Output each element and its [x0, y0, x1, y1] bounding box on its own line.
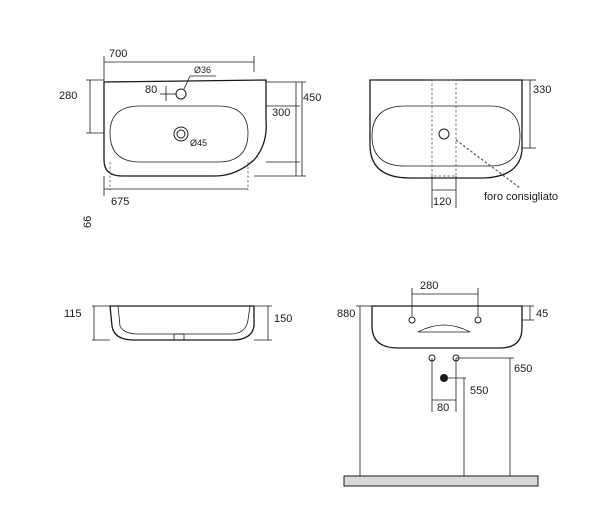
dim-66: 66 [82, 216, 94, 228]
dim-330: 330 [533, 84, 551, 96]
top-view-bowl [109, 105, 249, 163]
dim-450: 450 [303, 92, 321, 104]
floor [343, 475, 539, 487]
rear-hole [438, 128, 450, 140]
wall-drain [440, 374, 448, 382]
drain-inner [176, 129, 186, 139]
dim-280-install: 280 [420, 280, 438, 292]
tap-hole [175, 88, 187, 100]
dim-115: 115 [64, 308, 82, 320]
side-view: 115 150 [64, 305, 292, 341]
dim-150: 150 [274, 313, 292, 325]
dim-280-left: 280 [59, 90, 77, 102]
side-view-outline [109, 305, 255, 341]
dim-drain-dia: Ø45 [190, 138, 207, 148]
fixing-hole-left [408, 316, 416, 324]
dim-tap-hole-dia: Ø36 [194, 65, 211, 75]
dim-120: 120 [433, 196, 451, 208]
recommended-hole-zone [431, 79, 457, 177]
rear-view: 330 120 foro consigliato [369, 79, 558, 208]
install-view: 280 45 880 650 550 80 [337, 280, 548, 487]
rear-view-outline [369, 79, 523, 179]
dim-700: 700 [109, 48, 127, 60]
top-view-outline [103, 79, 267, 177]
install-basin [371, 305, 523, 349]
note-foro-consigliato: foro consigliato [484, 191, 558, 203]
dim-550: 550 [470, 385, 488, 397]
fixing-hole-right [474, 316, 482, 324]
dim-675: 675 [111, 196, 129, 208]
dim-45: 45 [536, 308, 548, 320]
dim-300: 300 [272, 107, 290, 119]
top-view: 700 Ø36 80 280 300 450 Ø45 675 [59, 48, 321, 228]
dim-880: 880 [337, 308, 355, 320]
dim-80-install: 80 [437, 402, 449, 414]
dim-650: 650 [514, 363, 532, 375]
dim-80-top: 80 [145, 84, 157, 96]
